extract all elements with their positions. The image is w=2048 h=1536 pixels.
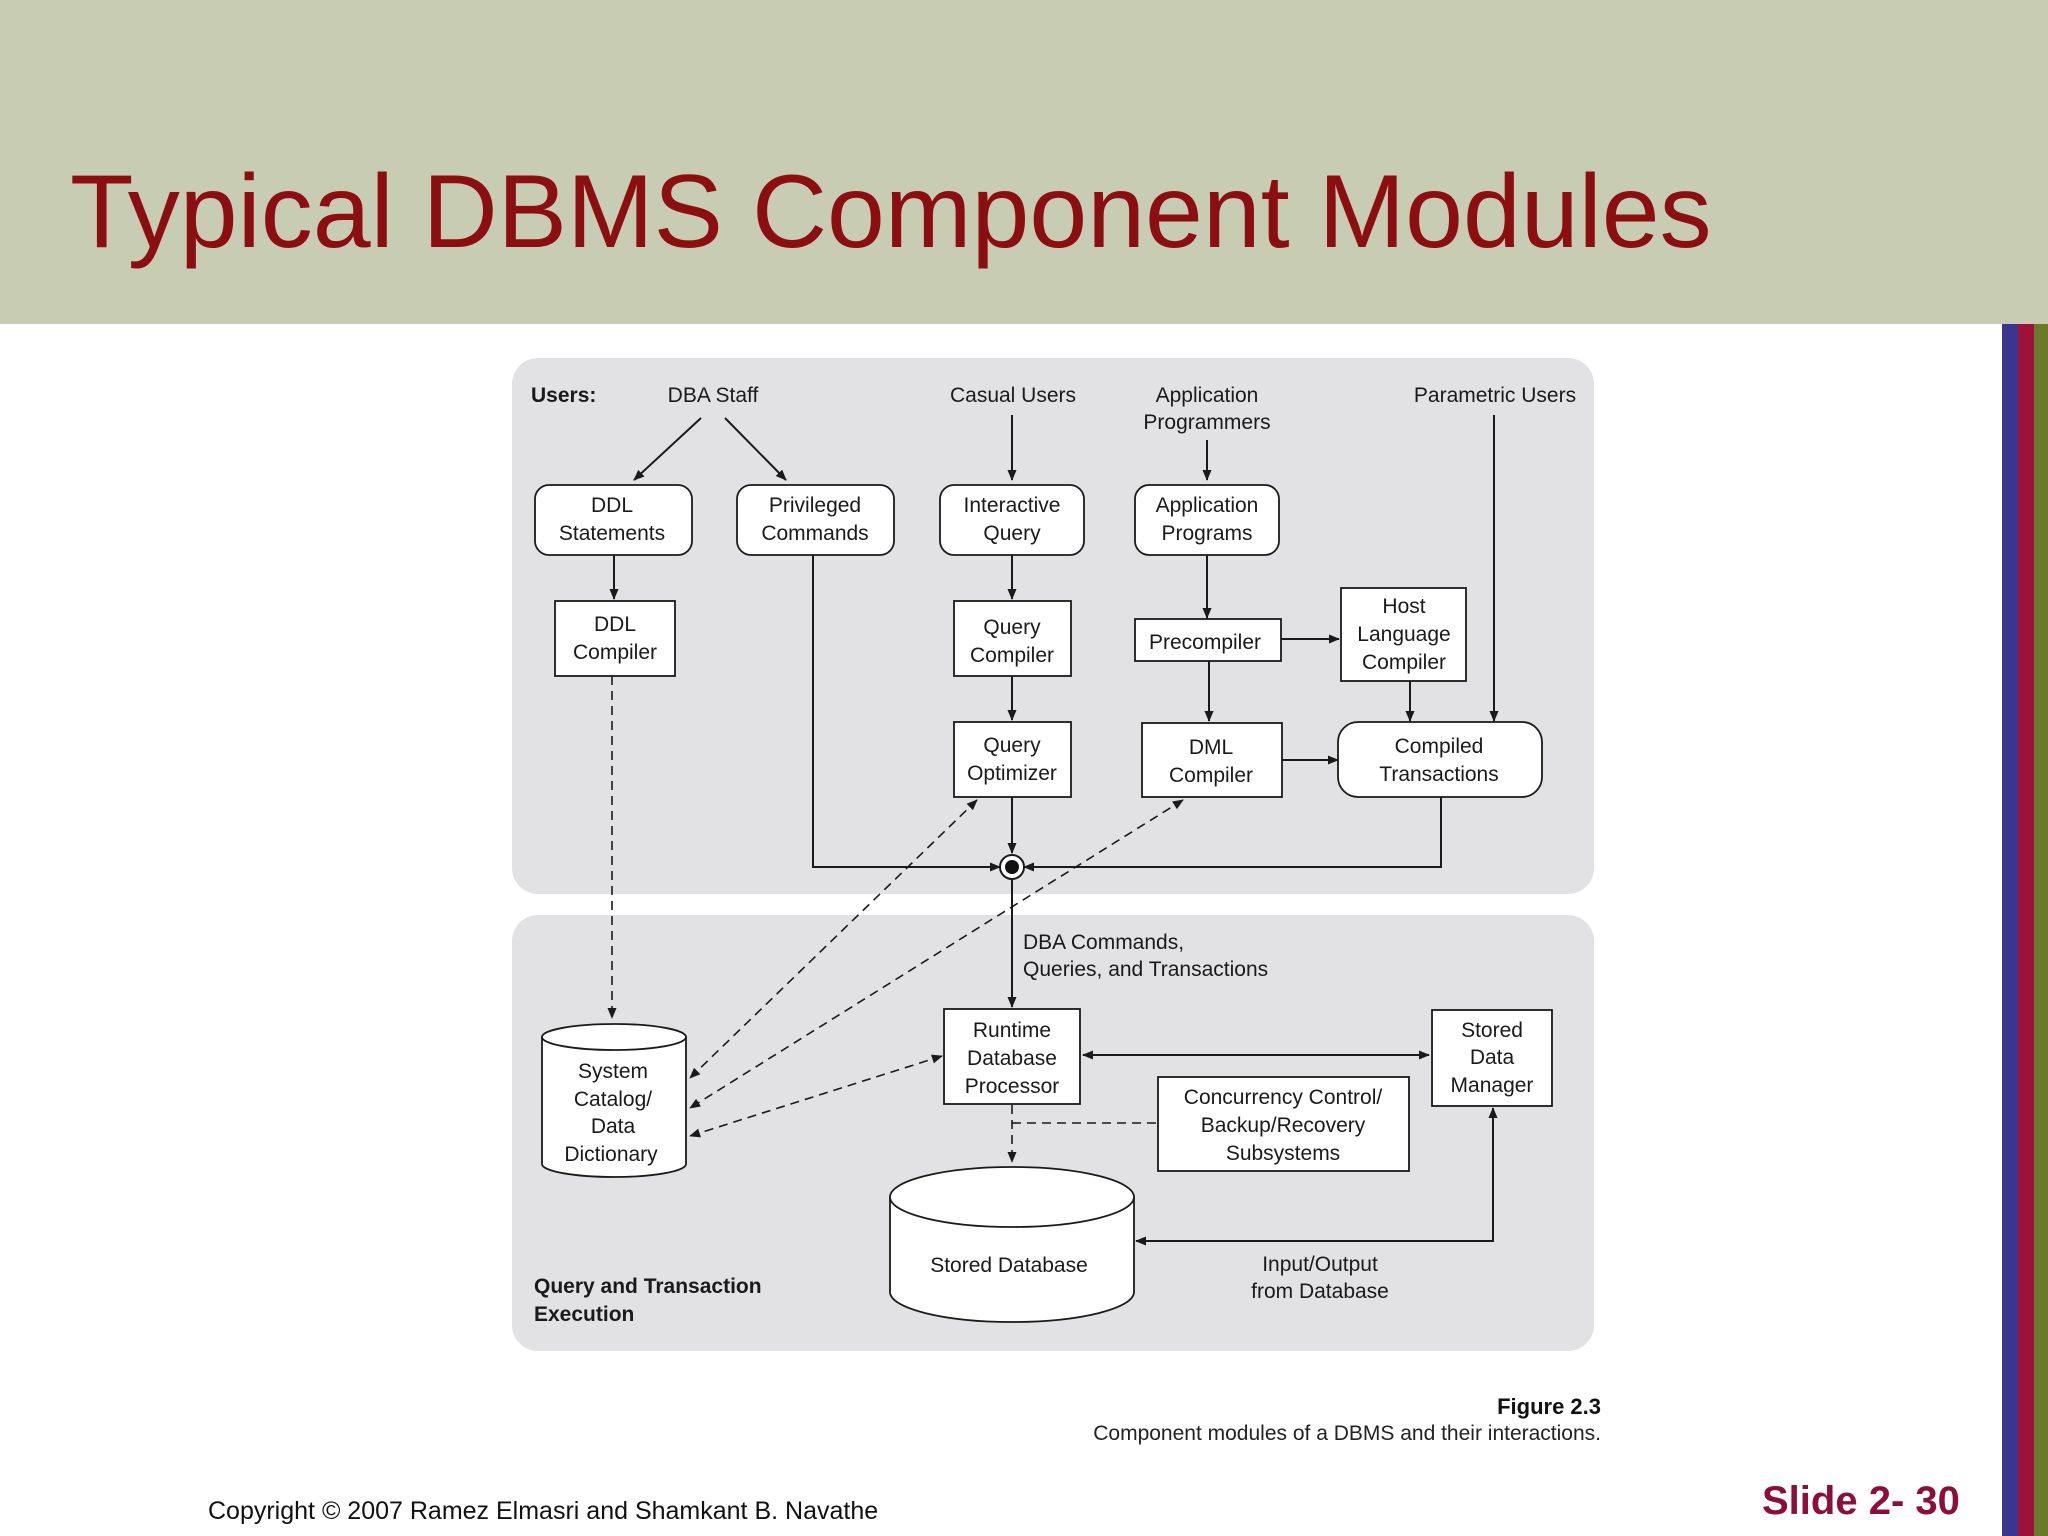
copyright-notice: Copyright © 2007 Ramez Elmasri and Shamk… — [208, 1497, 879, 1525]
arrow-stored-data-manager-stored-database — [1135, 1107, 1498, 1246]
side-bar-red — [2018, 324, 2034, 1536]
concurrency-control-box — [1157, 1076, 1410, 1172]
dba-staff-label: DBA Staff — [668, 384, 759, 407]
system-catalog-cylinder — [541, 1023, 687, 1178]
slide-title: Typical DBMS Component Modules — [70, 154, 1712, 270]
stored-database-label: Stored Database — [930, 1254, 1088, 1277]
precompiler-box — [1134, 618, 1282, 662]
dba-commands-label: DBA Commands,Queries, and Transactions — [1023, 931, 1268, 981]
casual-users-label: Casual Users — [950, 384, 1076, 407]
precompiler-label: Precompiler — [1149, 631, 1261, 654]
application-programs-box — [1134, 484, 1280, 556]
query-compiler-box — [953, 600, 1072, 677]
compiled-transactions-box — [1337, 721, 1543, 798]
parametric-users-label: Parametric Users — [1414, 384, 1576, 407]
ddl-statements-box — [534, 484, 693, 556]
host-language-compiler-box — [1340, 587, 1467, 682]
side-bar-olive — [2034, 324, 2048, 1536]
slide-number: Slide 2- 30 — [1762, 1479, 1960, 1523]
query-optimizer-box — [953, 721, 1072, 798]
arrow-dba-to-privileged-commands — [724, 417, 787, 481]
interactive-query-box — [939, 484, 1085, 556]
stored-data-manager-box — [1431, 1009, 1553, 1107]
runtime-database-processor-box — [943, 1008, 1081, 1105]
privileged-commands-box — [736, 484, 895, 556]
stored-database-cylinder — [889, 1166, 1135, 1323]
ddl-compiler-box — [554, 600, 676, 677]
figure-caption: Component modules of a DBMS and their in… — [1093, 1422, 1601, 1445]
header-band — [0, 0, 2048, 324]
side-bar-blue — [2002, 324, 2018, 1536]
figure-number: Figure 2.3 — [1497, 1394, 1601, 1419]
arrow-dba-to-ddl-statements — [633, 417, 702, 481]
users-label: Users: — [531, 384, 596, 407]
dml-compiler-box — [1141, 722, 1283, 798]
junction-dot — [1005, 860, 1019, 874]
